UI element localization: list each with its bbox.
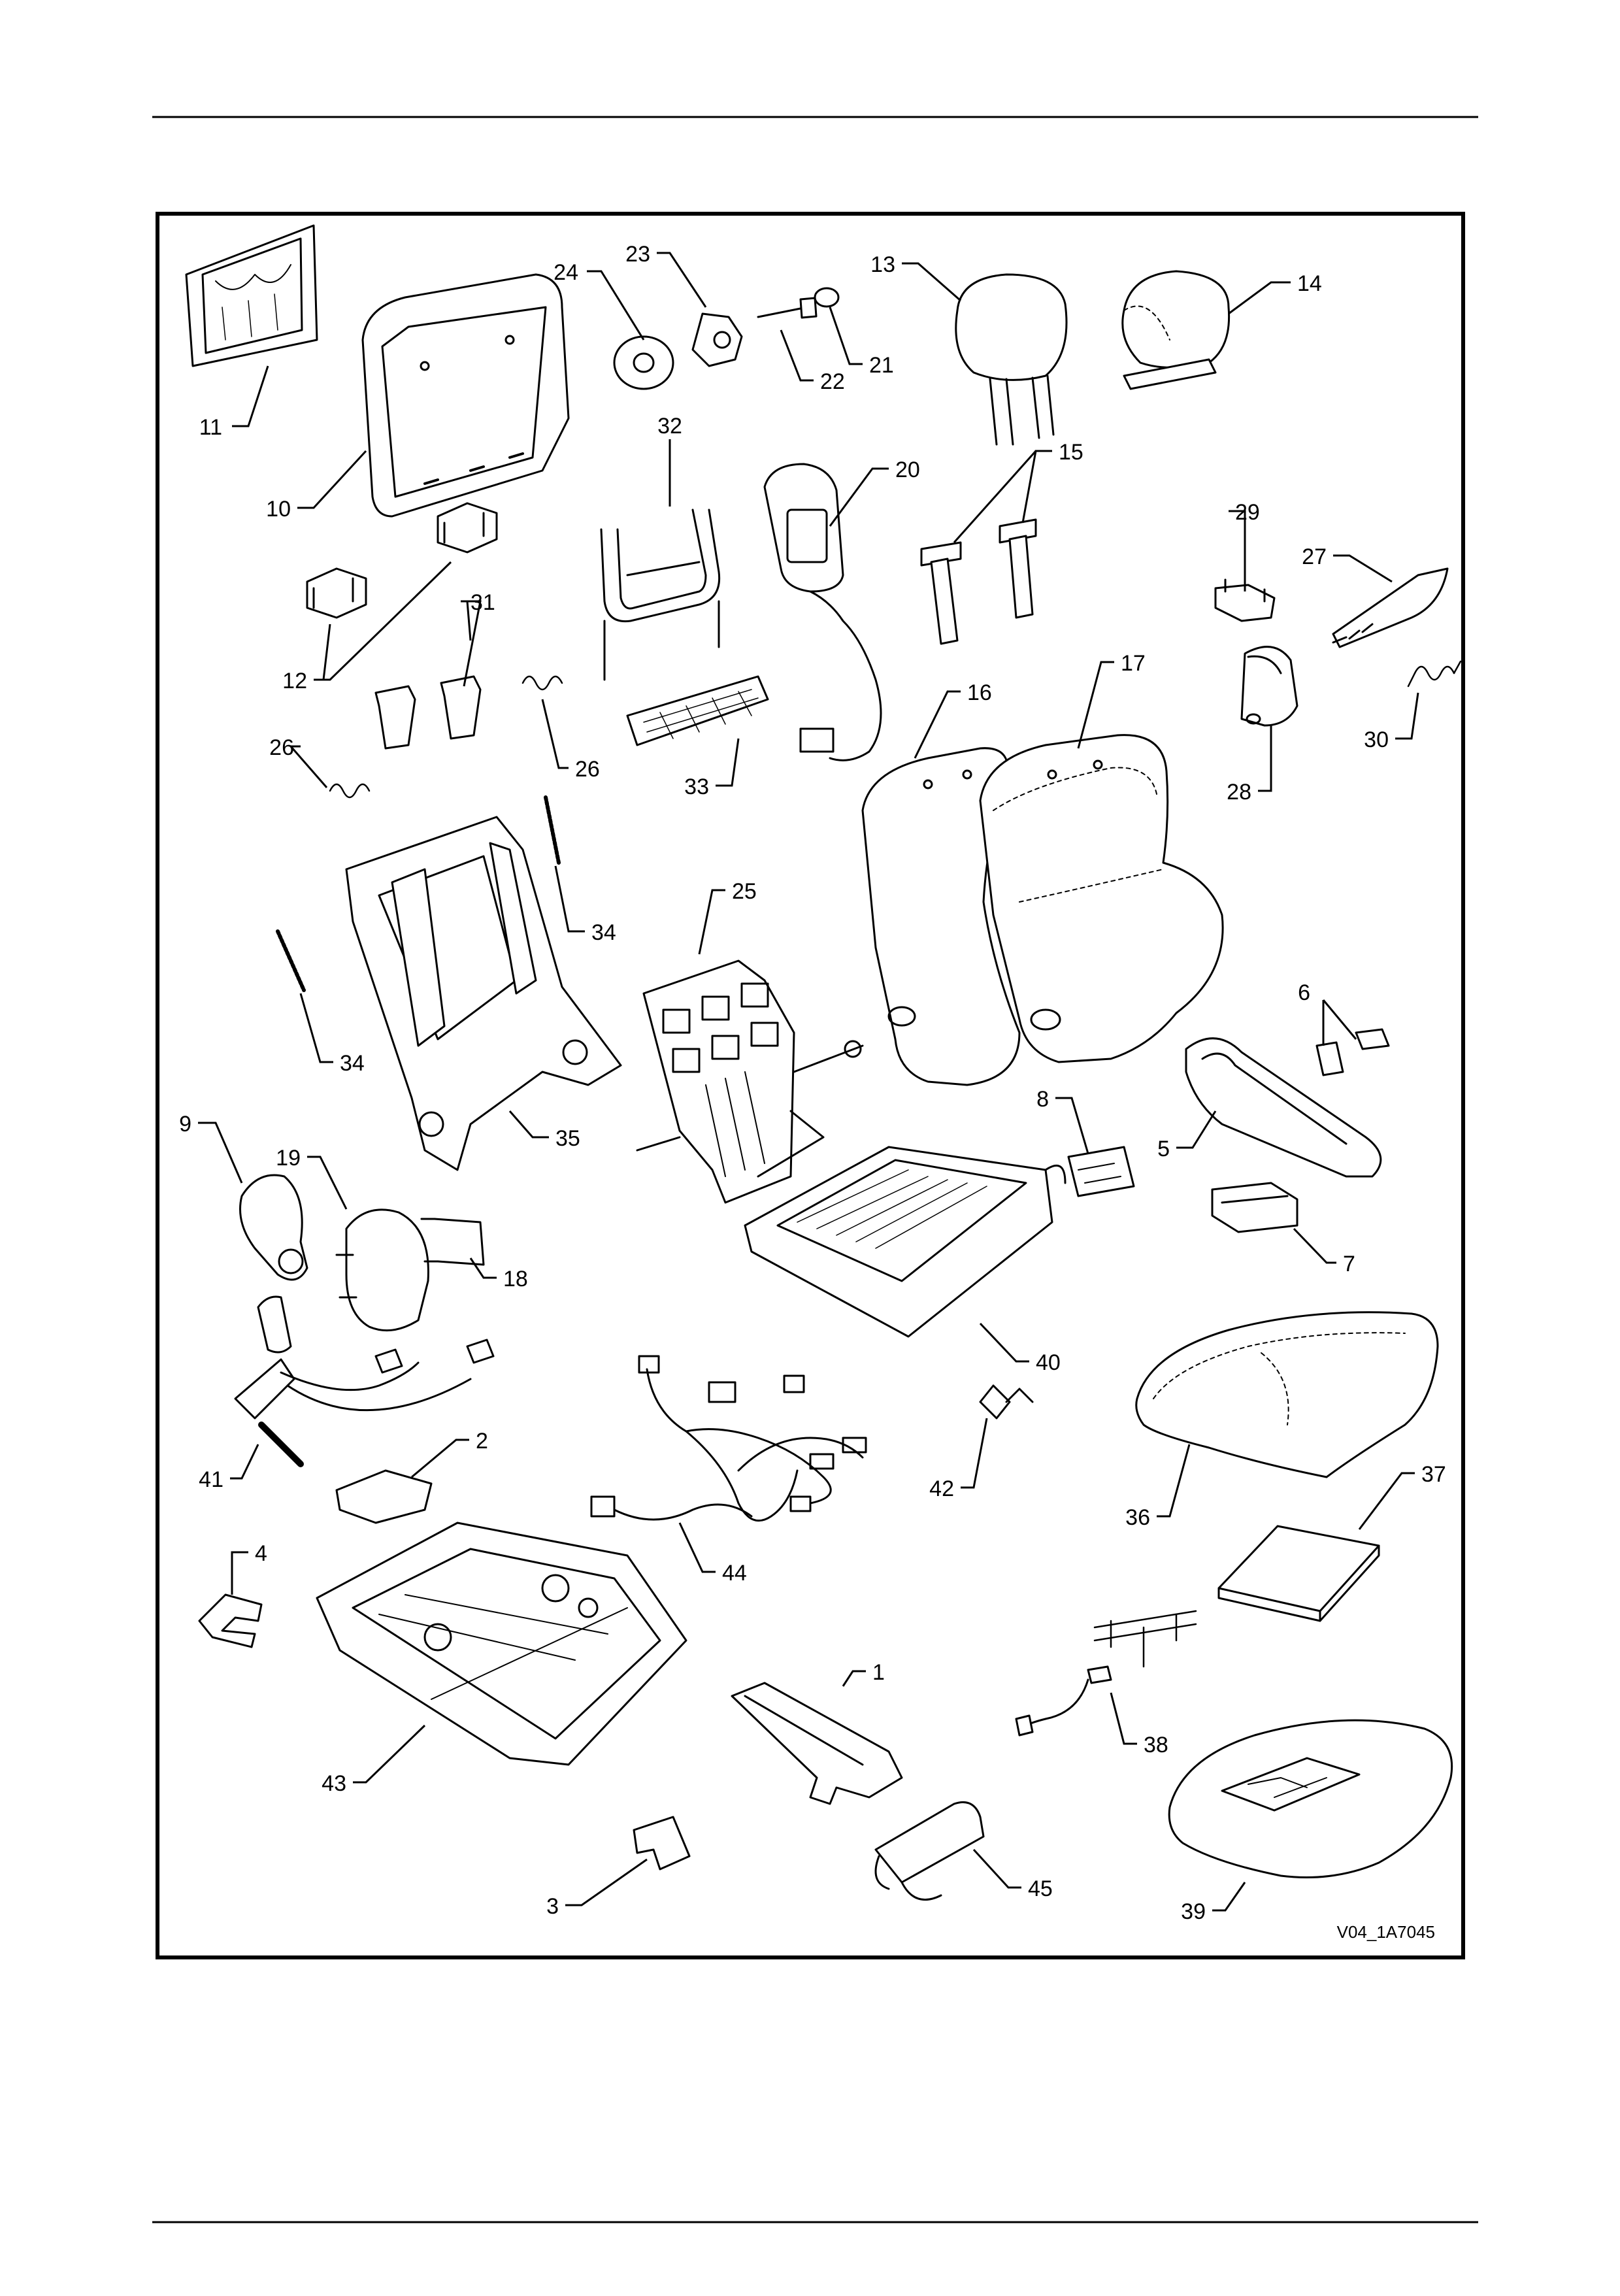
part-43-seat-track: [317, 1523, 686, 1765]
part-9-trim: [240, 1175, 308, 1280]
part-42-clip: [980, 1386, 1033, 1418]
figure-code: V04_1A7045: [1337, 1922, 1435, 1942]
part-4-bracket: [199, 1595, 261, 1647]
part-36-cushion-cover: [1136, 1312, 1438, 1477]
callout-24: 24: [554, 260, 578, 285]
callout-22: 22: [820, 369, 845, 394]
callout-42: 42: [929, 1476, 954, 1501]
part-15-headrest-guides: [921, 520, 1036, 644]
callout-8: 8: [1036, 1087, 1049, 1112]
part-30-spring: [1408, 661, 1461, 686]
part-39-cushion: [1169, 1720, 1452, 1877]
callout-34-right: 34: [591, 920, 616, 945]
callout-5: 5: [1157, 1137, 1170, 1161]
part-8-module: [1068, 1147, 1134, 1196]
part-45-bracket: [876, 1803, 984, 1900]
callout-11: 11: [199, 415, 222, 440]
callout-44: 44: [722, 1561, 747, 1586]
part-22-bolt: [758, 298, 816, 318]
part-33-lumbar: [627, 676, 768, 745]
part-19-armrest: [337, 1210, 428, 1331]
part-40-cushion-frame: [745, 1147, 1065, 1337]
part-14-headrest-cover: [1123, 271, 1229, 389]
part-23-knob-insert: [693, 314, 742, 366]
part-2-cover: [337, 1471, 431, 1523]
callout-7: 7: [1343, 1252, 1355, 1276]
callout-39: 39: [1181, 1899, 1206, 1924]
callout-19: 19: [276, 1146, 301, 1171]
part-35-backrest-frame: [346, 817, 621, 1170]
part-28-cover: [1242, 647, 1297, 725]
callout-45: 45: [1028, 1876, 1053, 1901]
callout-6: 6: [1298, 980, 1310, 1005]
part-10-back-panel: [363, 275, 569, 516]
callout-40: 40: [1036, 1350, 1061, 1375]
part-25-lumbar-plate: [637, 961, 863, 1203]
callout-30: 30: [1364, 727, 1389, 752]
part-31-bushings: [376, 676, 480, 748]
part-37-pad: [1219, 1526, 1379, 1621]
callout-17: 17: [1121, 651, 1146, 676]
callout-3: 3: [546, 1894, 559, 1919]
callout-26-right: 26: [575, 757, 600, 782]
callout-25: 25: [732, 879, 757, 904]
callout-26-left: 26: [269, 735, 294, 760]
part-13-headrest: [956, 275, 1066, 444]
callout-32: 32: [657, 414, 682, 439]
callout-12: 12: [282, 669, 307, 693]
callout-2: 2: [476, 1429, 488, 1454]
callout-13: 13: [870, 252, 895, 277]
callout-4: 4: [255, 1541, 267, 1566]
callout-27: 27: [1302, 544, 1327, 569]
callout-36: 36: [1125, 1505, 1150, 1530]
callout-14: 14: [1297, 271, 1322, 296]
callout-21: 21: [869, 353, 894, 378]
callout-9: 9: [179, 1112, 191, 1137]
part-21-washer: [815, 288, 838, 307]
callout-41: 41: [199, 1467, 223, 1492]
callout-37: 37: [1421, 1462, 1446, 1487]
parts-artwork: [186, 225, 1461, 1900]
part-1-trim: [732, 1683, 902, 1804]
part-17-backrest: [980, 735, 1223, 1062]
part-11-trim-panel: [186, 225, 317, 366]
callout-15: 15: [1059, 440, 1083, 465]
callout-34-left: 34: [340, 1051, 365, 1076]
part-38-heater: [1016, 1611, 1196, 1735]
callout-23: 23: [625, 242, 650, 267]
callout-35: 35: [555, 1126, 580, 1151]
part-3-clip: [634, 1817, 689, 1869]
callout-31: 31: [471, 590, 495, 615]
callout-18: 18: [503, 1267, 528, 1291]
callout-28: 28: [1227, 780, 1251, 805]
part-18-ubolt: [422, 1219, 484, 1265]
callout-16: 16: [967, 680, 992, 705]
callout-38: 38: [1144, 1733, 1168, 1757]
part-24-knob: [614, 337, 673, 389]
part-7-switch: [1212, 1183, 1297, 1232]
callout-20: 20: [895, 458, 920, 482]
callout-1: 1: [872, 1660, 885, 1685]
callout-10: 10: [266, 497, 291, 522]
part-5-side-trim: [1186, 1039, 1381, 1176]
part-44-harness: [591, 1356, 866, 1521]
callout-43: 43: [322, 1771, 346, 1796]
part-32-headrest-frame: [601, 510, 719, 680]
callout-33: 33: [684, 774, 709, 799]
callout-29: 29: [1235, 500, 1260, 525]
part-20-airbag: [765, 464, 881, 760]
